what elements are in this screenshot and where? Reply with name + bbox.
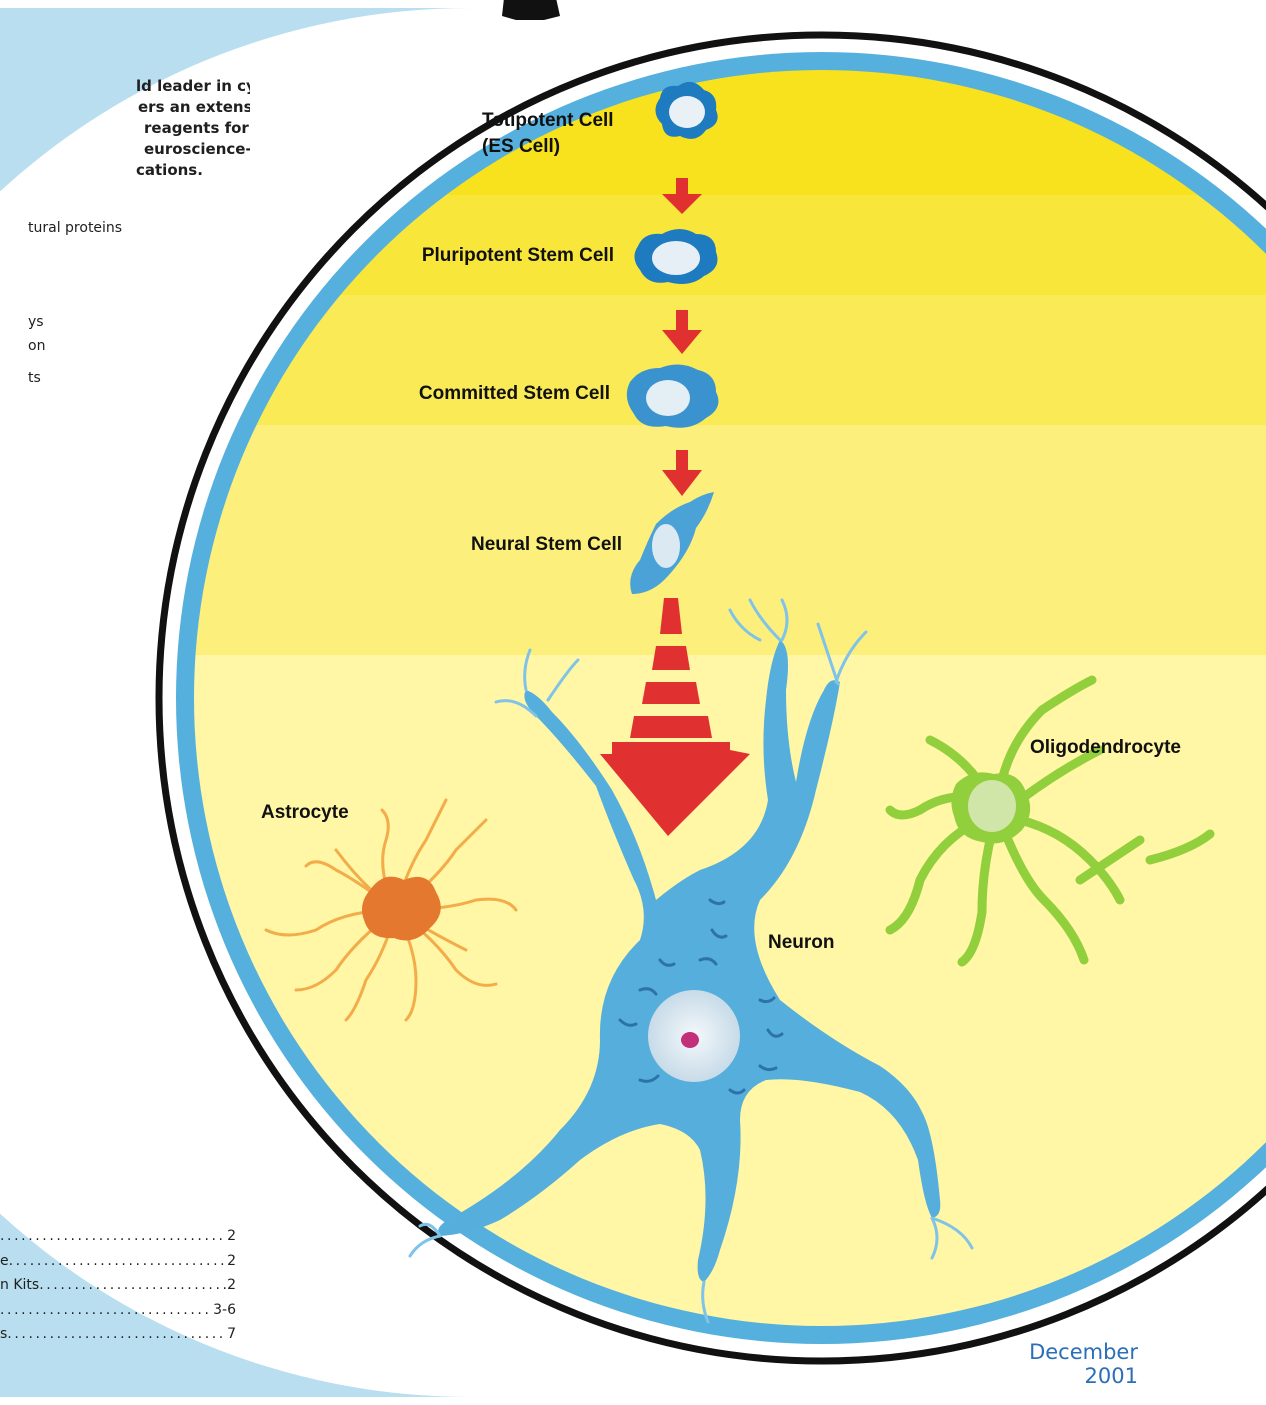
toc-page: 3-6 xyxy=(213,1298,236,1323)
sidebar-items: tural proteins ys on ts xyxy=(0,218,122,388)
sidebar-item xyxy=(0,356,122,368)
stage-label-committed: Committed Stem Cell xyxy=(419,383,610,404)
intro-line: ld leader in cytokine xyxy=(0,76,250,97)
sidebar-item xyxy=(0,278,122,312)
issue-date: December 2001 xyxy=(990,1340,1138,1388)
toc-leader xyxy=(0,1224,227,1249)
toc-leader xyxy=(0,1298,213,1323)
committed-cell xyxy=(627,364,719,427)
stage-label-totipotent: Totipotent Cell xyxy=(482,110,614,131)
toc-leader xyxy=(9,1249,227,1274)
neuron-label: Neuron xyxy=(768,932,835,953)
sidebar-item: tural proteins xyxy=(0,218,122,238)
toc-row: n Kits 2 xyxy=(0,1273,236,1298)
sidebar-item: on xyxy=(0,336,122,356)
stage-label-neural: Neural Stem Cell xyxy=(471,534,622,555)
pin-shape xyxy=(502,0,560,20)
intro-line: cations. xyxy=(0,160,250,181)
table-of-contents: 2 e 2 n Kits 2 3-6 s 7 xyxy=(0,1224,236,1347)
toc-page: 7 xyxy=(227,1322,236,1347)
issue-month: December xyxy=(990,1340,1138,1364)
oligodendrocyte-label: Oligodendrocyte xyxy=(1030,737,1181,758)
sidebar-item xyxy=(0,238,122,258)
toc-label: n Kits xyxy=(0,1273,39,1298)
sidebar-intro: ld leader in cytokine ers an extensive r… xyxy=(0,76,250,181)
sidebar-item: ys xyxy=(0,312,122,332)
toc-label: s xyxy=(0,1322,7,1347)
stage-label-pluripotent: Pluripotent Stem Cell xyxy=(422,245,614,266)
issue-year: 2001 xyxy=(990,1364,1138,1388)
intro-line: ers an extensive xyxy=(0,97,250,118)
toc-row: e 2 xyxy=(0,1249,236,1274)
sidebar-item: ts xyxy=(0,368,122,388)
intro-line: reagents for xyxy=(0,118,250,139)
toc-page: 2 xyxy=(227,1224,236,1249)
toc-page: 2 xyxy=(227,1249,236,1274)
astrocyte-label: Astrocyte xyxy=(261,802,349,823)
toc-leader xyxy=(39,1273,227,1298)
toc-page: 2 xyxy=(227,1273,236,1298)
toc-leader xyxy=(7,1322,227,1347)
toc-label: e xyxy=(0,1249,9,1274)
toc-row: 3-6 xyxy=(0,1298,236,1323)
toc-row: 2 xyxy=(0,1224,236,1249)
intro-line: euroscience- xyxy=(0,139,250,160)
stage-label-es-cell: (ES Cell) xyxy=(482,136,560,157)
toc-row: s 7 xyxy=(0,1322,236,1347)
sidebar-item xyxy=(0,258,122,278)
